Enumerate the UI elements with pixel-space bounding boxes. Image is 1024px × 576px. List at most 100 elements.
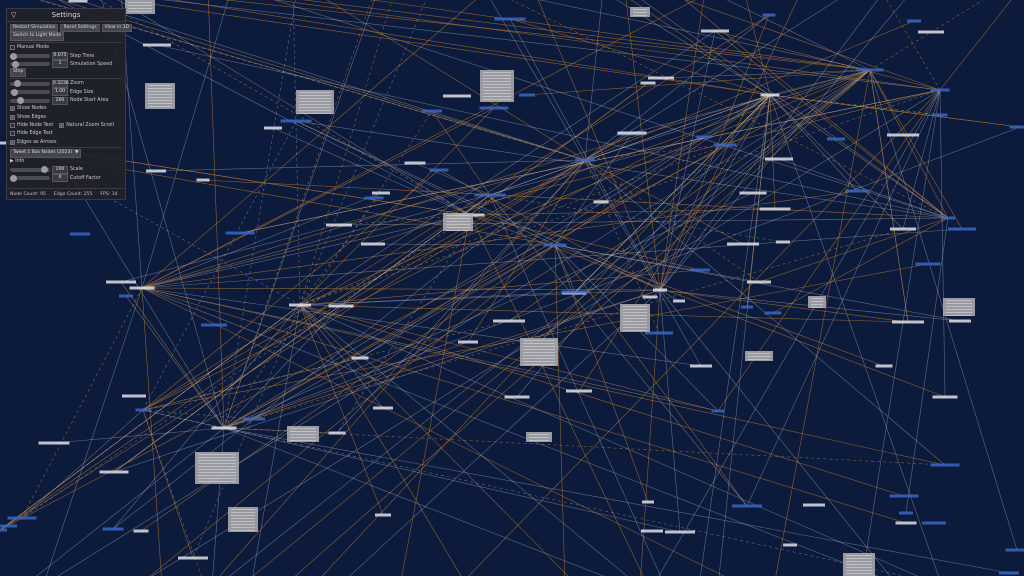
graph-node[interactable] [776, 240, 790, 244]
graph-node[interactable] [68, 0, 88, 3]
graph-node[interactable] [827, 137, 845, 141]
graph-node[interactable] [0, 528, 7, 532]
preset-dropdown[interactable]: Tweet 1 Box Nodes (2023)▼ [10, 149, 82, 158]
graph-node[interactable] [999, 571, 1019, 575]
zoom-slider[interactable] [10, 80, 50, 88]
graph-node[interactable] [645, 331, 673, 335]
graph-node[interactable] [122, 394, 146, 398]
graph-node[interactable] [653, 288, 667, 292]
graph-node[interactable] [1009, 125, 1024, 129]
graph-node[interactable] [561, 290, 589, 294]
step-time-value[interactable]: 0.075 [52, 52, 68, 61]
graph-node[interactable] [146, 169, 166, 173]
graph-node[interactable] [129, 286, 155, 290]
graph-node[interactable] [289, 303, 311, 307]
graph-node[interactable] [575, 158, 595, 162]
graph-node[interactable] [762, 13, 776, 17]
graph-node[interactable] [361, 242, 385, 246]
graph-node[interactable] [930, 463, 960, 467]
graph-node[interactable] [474, 193, 506, 197]
reset-settings-button[interactable]: Reset Settings [60, 23, 100, 33]
hide-node-text-checkbox[interactable] [10, 122, 15, 128]
graph-node[interactable] [70, 232, 90, 236]
graph-node[interactable] [941, 216, 955, 220]
graph-node[interactable] [519, 93, 535, 97]
graph-node[interactable] [133, 529, 149, 533]
graph-node[interactable] [280, 119, 312, 123]
graph-node[interactable] [932, 395, 958, 399]
graph-node[interactable] [764, 311, 782, 315]
graph-node[interactable] [899, 511, 913, 515]
graph-node[interactable] [264, 126, 282, 130]
graph-node[interactable] [648, 76, 674, 80]
graph-node[interactable] [0, 524, 17, 528]
zoom-knob[interactable] [13, 80, 21, 88]
graph-node[interactable] [372, 191, 390, 195]
text-box-node[interactable] [125, 0, 155, 14]
graph-node[interactable] [7, 516, 37, 520]
restart-simulation-button[interactable]: Restart Simulation [10, 23, 59, 33]
natural-zoom-checkbox[interactable]: ✓ [59, 122, 65, 128]
zoom-value[interactable]: 0.3236 [52, 79, 69, 88]
graph-node[interactable] [918, 30, 944, 34]
show-edges-checkbox[interactable]: ✓ [10, 114, 15, 120]
graph-node[interactable] [845, 189, 869, 193]
graph-node[interactable] [701, 29, 729, 33]
graph-node[interactable] [887, 133, 919, 137]
graph-node[interactable] [493, 319, 525, 323]
graph-node[interactable] [875, 364, 893, 368]
graph-node[interactable] [895, 521, 917, 525]
settings-titlebar[interactable]: ▽ Settings [7, 9, 125, 22]
graph-node[interactable] [673, 299, 685, 303]
graph-node[interactable] [892, 320, 924, 324]
show-nodes-checkbox[interactable]: ✓ [10, 106, 15, 112]
sim-speed-value[interactable]: 1 [52, 60, 68, 69]
edge-size-slider[interactable] [10, 88, 50, 96]
light-mode-button[interactable]: Switch to Light Mode [10, 32, 65, 41]
edge-size-knob[interactable] [11, 88, 19, 96]
graph-node[interactable] [351, 356, 369, 360]
graph-node[interactable] [640, 81, 656, 85]
cutoff-slider[interactable] [10, 174, 50, 182]
graph-node[interactable] [99, 470, 129, 474]
graph-node[interactable] [915, 262, 941, 266]
edges-arrows-checkbox[interactable]: ✓ [10, 139, 15, 145]
text-box-node[interactable] [480, 70, 514, 102]
simulation-speed-slider[interactable] [10, 60, 50, 68]
graph-node[interactable] [949, 319, 971, 323]
graph-node[interactable] [504, 395, 530, 399]
graph-node[interactable] [196, 178, 210, 182]
graph-node[interactable] [889, 494, 919, 498]
text-box-node[interactable] [145, 83, 175, 109]
scale-knob[interactable] [41, 166, 49, 174]
graph-node[interactable] [727, 242, 759, 246]
graph-node[interactable] [890, 227, 916, 231]
graph-node[interactable] [211, 426, 237, 430]
graph-node[interactable] [38, 441, 70, 445]
graph-node[interactable] [566, 389, 592, 393]
node-start-knob[interactable] [16, 97, 24, 105]
graph-node[interactable] [373, 406, 393, 410]
graph-node[interactable] [760, 93, 780, 97]
graph-node[interactable] [696, 135, 712, 139]
graph-node[interactable] [732, 504, 762, 508]
graph-node[interactable] [713, 143, 737, 147]
graph-node[interactable] [642, 295, 658, 299]
graph-node[interactable] [106, 280, 136, 284]
graph-node[interactable] [739, 191, 767, 195]
graph-node[interactable] [711, 409, 725, 413]
manual-mode-checkbox[interactable] [10, 45, 15, 51]
graph-node[interactable] [759, 207, 791, 211]
graph-node[interactable] [690, 268, 710, 272]
collapse-triangle-icon[interactable]: ▽ [11, 11, 17, 19]
graph-node[interactable] [665, 530, 695, 534]
graph-node[interactable] [225, 231, 255, 235]
graph-node[interactable] [328, 431, 346, 435]
graph-node[interactable] [641, 529, 663, 533]
cutoff-knob[interactable] [10, 174, 17, 182]
graph-node[interactable] [642, 500, 654, 504]
graph-node[interactable] [783, 543, 797, 547]
graph-node[interactable] [907, 19, 921, 23]
graph-node[interactable] [690, 364, 712, 368]
